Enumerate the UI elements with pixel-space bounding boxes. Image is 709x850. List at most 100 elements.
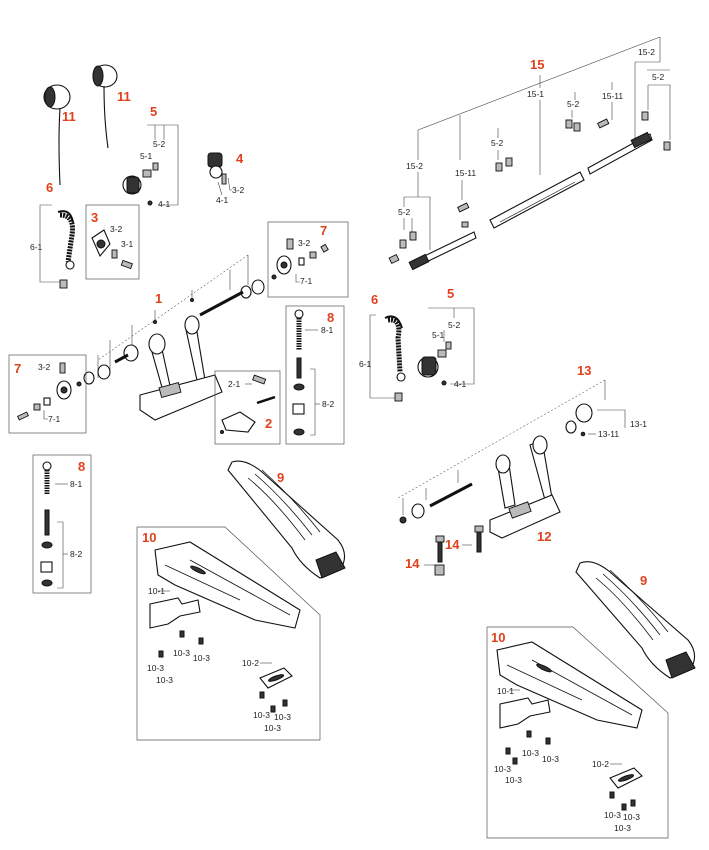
label-3-2-box3: 3-2 [110, 224, 123, 234]
label-10-3-left-e: 10-3 [253, 710, 270, 720]
label-11-left: 11 [62, 109, 76, 124]
frame-part-12 [399, 435, 561, 539]
label-10-3-right-e: 10-3 [604, 810, 621, 820]
label-7-bottom: 7 [14, 361, 21, 376]
label-10-3-right-d: 10-3 [505, 775, 522, 785]
bolt-part-14 [434, 525, 484, 576]
frame-part-1 [83, 279, 265, 421]
box-2 [214, 370, 281, 445]
clamp-part-3 [91, 229, 133, 270]
label-5-2-left: 5-2 [153, 139, 166, 149]
label-5-2-a: 5-2 [398, 207, 411, 217]
chain-part-6-left [57, 210, 75, 289]
label-6-left: 6 [46, 180, 53, 195]
label-8-bottom: 8 [78, 459, 85, 474]
label-10-2-left: 10-2 [242, 658, 259, 668]
label-5-1-right: 5-1 [432, 330, 445, 340]
label-10-3-right-f: 10-3 [623, 812, 640, 822]
label-2: 2 [265, 416, 272, 431]
label-8-1-top: 8-1 [321, 325, 334, 335]
label-9-left: 9 [277, 470, 284, 485]
beater-right [92, 64, 118, 149]
box-3 [85, 204, 140, 280]
label-3-2-part4: 3-2 [232, 185, 245, 195]
label-3: 3 [91, 210, 98, 225]
label-5-2-b: 5-2 [491, 138, 504, 148]
spring-part-8-top [292, 309, 305, 436]
label-3-2-7top: 3-2 [298, 238, 311, 248]
label-5-2-right: 5-2 [448, 320, 461, 330]
chain-part-6-right [384, 315, 406, 402]
label-10-1-left: 10-1 [148, 586, 165, 596]
label-4-1-right: 4-1 [454, 379, 467, 389]
hinge-part-7-top [271, 238, 329, 280]
plate-part-10-2-right [609, 767, 643, 789]
label-10-2-right: 10-2 [592, 759, 609, 769]
label-14-b: 14 [405, 556, 420, 571]
label-8-2-bottom: 8-2 [70, 549, 83, 559]
screws-10-3-left-b [259, 691, 288, 713]
label-10-right: 10 [491, 630, 505, 645]
label-10-3-left-d: 10-3 [156, 675, 173, 685]
label-7-1-bottom: 7-1 [48, 414, 61, 424]
label-6-right: 6 [371, 292, 378, 307]
label-7-top: 7 [320, 223, 327, 238]
label-13: 13 [577, 363, 591, 378]
label-5-2-c: 5-2 [567, 99, 580, 109]
label-4: 4 [236, 151, 244, 166]
box-7-bottom [8, 354, 87, 434]
plate-part-10-2-left [259, 667, 293, 689]
box-10-left [136, 526, 321, 741]
label-8-2-top: 8-2 [322, 399, 335, 409]
clamp-part-4 [207, 152, 227, 185]
plate-part-10-1-left [149, 597, 201, 629]
label-8-1-bottom: 8-1 [70, 479, 83, 489]
label-5-2-d: 5-2 [652, 72, 665, 82]
label-10-3-right-a: 10-3 [522, 748, 539, 758]
label-10-3-left-c: 10-3 [147, 663, 164, 673]
box-7-top [267, 221, 349, 298]
label-15-1: 15-1 [527, 89, 544, 99]
hub-part-5-left [122, 162, 159, 206]
bracket-part-13 [565, 403, 593, 437]
label-10-3-left-b: 10-3 [193, 653, 210, 663]
label-6-1-left: 6-1 [30, 242, 43, 252]
label-10-1-right: 10-1 [497, 686, 514, 696]
label-15-2-b: 15-2 [638, 47, 655, 57]
screws-10-3-left-a [158, 630, 204, 658]
label-15-11-b: 15-11 [602, 91, 623, 101]
box-8-top [285, 305, 345, 445]
label-3-1-box3: 3-1 [121, 239, 134, 249]
footboard-part-9-left [227, 460, 346, 579]
label-4-1-part4: 4-1 [216, 195, 229, 205]
screws-10-3-right-a [505, 730, 551, 765]
label-10-3-left-a: 10-3 [173, 648, 190, 658]
baseplate-part-10-right [496, 641, 643, 729]
label-10-3-left-g: 10-3 [264, 723, 281, 733]
label-6-1-right: 6-1 [359, 359, 372, 369]
label-10-left: 10 [142, 530, 156, 545]
hub-part-5-right [417, 341, 452, 386]
label-10-3-right-g: 10-3 [614, 823, 631, 833]
label-4-1-left-top: 4-1 [158, 199, 171, 209]
label-9-right: 9 [640, 573, 647, 588]
shaft-part-15 [388, 111, 671, 271]
label-1: 1 [155, 291, 162, 306]
part-2 [220, 374, 276, 434]
plate-part-10-1-right [499, 697, 551, 729]
label-10-3-right-c: 10-3 [494, 764, 511, 774]
label-10-3-left-f: 10-3 [274, 712, 291, 722]
screws-10-3-right-b [609, 791, 636, 811]
label-12: 12 [537, 529, 551, 544]
label-8-top: 8 [327, 310, 334, 325]
label-5-1-left: 5-1 [140, 151, 153, 161]
label-10-3-right-b: 10-3 [542, 754, 559, 764]
label-5-right: 5 [447, 286, 454, 301]
label-3-2-7bottom: 3-2 [38, 362, 51, 372]
spring-part-8-bottom [40, 461, 53, 587]
label-7-1-top: 7-1 [300, 276, 313, 286]
label-13-1: 13-1 [630, 419, 647, 429]
label-5-left: 5 [150, 104, 157, 119]
label-11-right: 11 [117, 89, 131, 104]
